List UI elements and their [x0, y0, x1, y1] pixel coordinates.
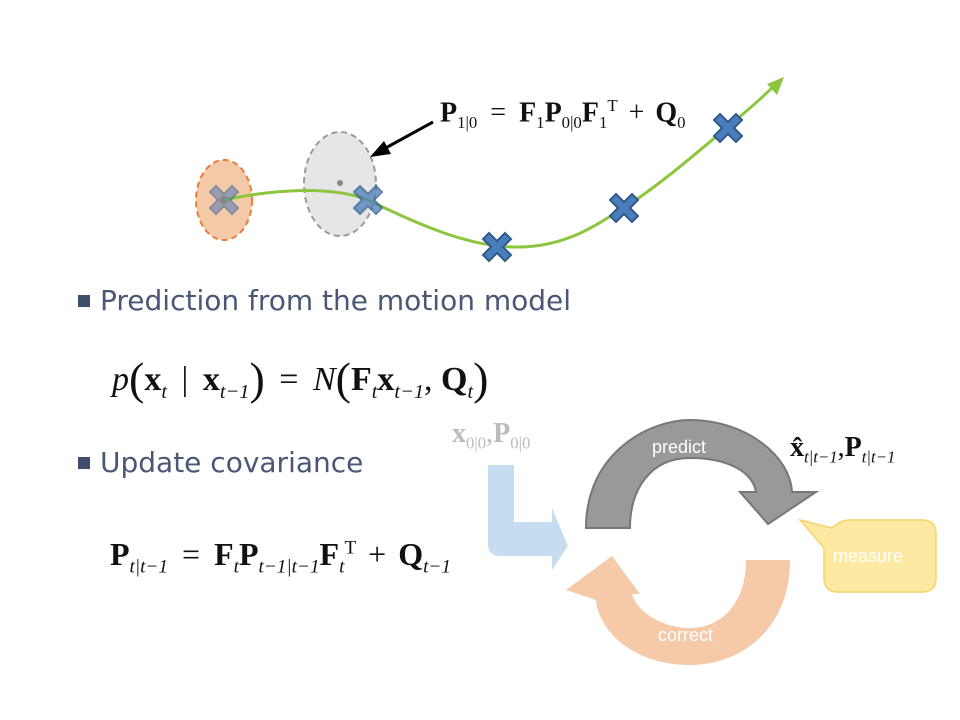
correct-arc-arrow — [566, 556, 790, 665]
predicted-mean-dot — [337, 180, 343, 186]
bullet-update-text: Update covariance — [100, 446, 364, 479]
correct-label: correct — [658, 625, 714, 645]
state-marker-3 — [481, 231, 513, 263]
measure-callout — [797, 518, 937, 593]
bullet-prediction-text: Prediction from the motion model — [100, 284, 572, 317]
trajectory-arrowhead — [767, 77, 784, 95]
predicted-state-label: x̂t|t−1,Pt|t−1 — [790, 432, 896, 467]
equation-pointer-arrowhead — [370, 141, 391, 157]
motion-model-equation: p(xt | xt−1) = N(Ftxt−1, Qt) — [112, 353, 489, 404]
initial-state-label: x0|0,P0|0 — [452, 418, 531, 453]
covariance-update-equation: Pt|t−1 = FtPt−1|t−1FtT + Qt−1 — [110, 536, 451, 578]
predict-label: predict — [652, 437, 707, 457]
measure-label: measure — [833, 546, 904, 566]
bullet-marker — [78, 294, 90, 307]
bullet-prediction: Prediction from the motion model — [78, 284, 571, 317]
top-covariance-equation: P1|0 = F1P0|0F1T + Q0 — [440, 96, 686, 132]
equation-pointer-arrow — [381, 120, 434, 152]
init-flow-arrow — [488, 465, 568, 570]
bullet-marker — [78, 456, 90, 469]
predicted-state-marker — [352, 184, 384, 216]
bullet-update: Update covariance — [78, 446, 363, 479]
state-marker-5 — [712, 112, 744, 144]
prior-state-marker — [208, 184, 240, 216]
predict-arc-arrow — [584, 418, 820, 529]
state-marker-4 — [608, 192, 640, 224]
